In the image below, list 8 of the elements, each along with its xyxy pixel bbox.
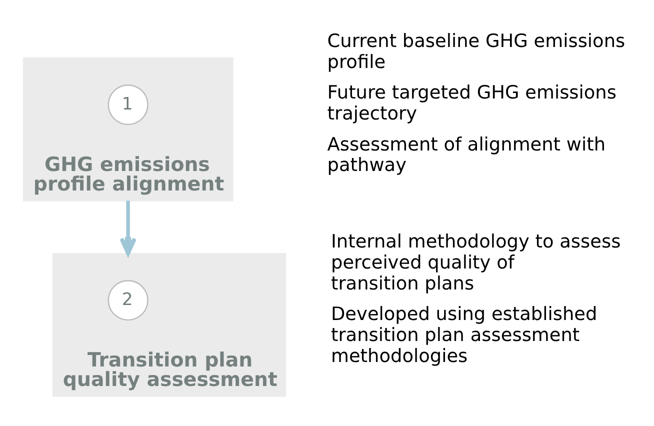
node-label: Internal methodology to assess perceived quality of transition plans [330, 231, 621, 294]
node-label: Current baseline GHG emissions profile [327, 30, 626, 73]
node-circle: 2 [108, 280, 148, 321]
node-label: Future targeted GHG emissions trajectory [327, 82, 616, 125]
arrow [120, 200, 137, 256]
node-circle: 1 [108, 84, 148, 126]
node-label: Developed using established transition plan assessment methodologies [330, 304, 598, 367]
node-label: Assessment of alignment with pathway [327, 134, 606, 176]
